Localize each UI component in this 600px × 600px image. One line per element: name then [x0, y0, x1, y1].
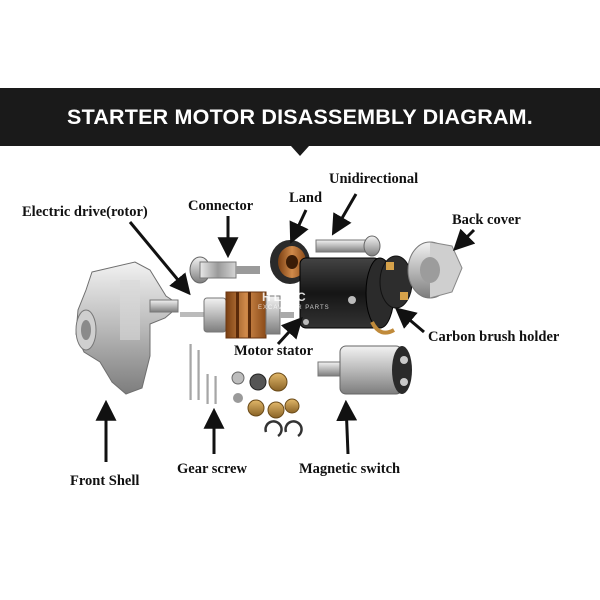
title-banner: STARTER MOTOR DISASSEMBLY DIAGRAM. — [0, 88, 600, 146]
label-arrows — [95, 193, 476, 462]
arrow-electric-drive — [128, 221, 191, 296]
back-cover-part — [407, 241, 463, 299]
arrow-back-cover — [453, 228, 476, 251]
arrow-carbon-brush-holder — [394, 307, 425, 334]
label-motor-stator: Motor stator — [234, 343, 314, 359]
label-unidirectional: Unidirectional — [329, 171, 419, 187]
label-gear-screw: Gear screw — [177, 461, 247, 477]
label-back-cover: Back cover — [452, 212, 521, 228]
arrow-motor-stator — [276, 316, 303, 346]
front-shell-part — [75, 261, 179, 395]
label-carbon-brush-holder: Carbon brush holder — [428, 329, 560, 345]
watermark-tagline: EXCAVATOR PARTS — [258, 305, 330, 311]
arrow-land — [289, 209, 309, 244]
arrow-unidirectional — [331, 193, 358, 236]
label-electric-drive: Electric drive(rotor) — [22, 204, 148, 220]
watermark-brand: HLMC — [262, 290, 309, 304]
unidirectional-part — [315, 235, 381, 257]
carbon-brush-holder-part — [370, 255, 413, 335]
motor-stator-part — [299, 257, 395, 329]
gears-part — [231, 371, 303, 438]
rotor-part — [180, 291, 294, 339]
label-magnetic-switch: Magnetic switch — [299, 461, 401, 477]
arrow-magnetic-switch — [336, 399, 358, 455]
screws-part — [189, 344, 217, 404]
banner-pointer — [291, 146, 309, 156]
page-title: STARTER MOTOR DISASSEMBLY DIAGRAM. — [67, 105, 533, 129]
label-front-shell: Front Shell — [70, 473, 140, 489]
label-land: Land — [289, 190, 323, 206]
magnetic-switch-part — [317, 345, 412, 395]
label-connector: Connector — [188, 198, 254, 214]
connector-part — [189, 256, 260, 284]
